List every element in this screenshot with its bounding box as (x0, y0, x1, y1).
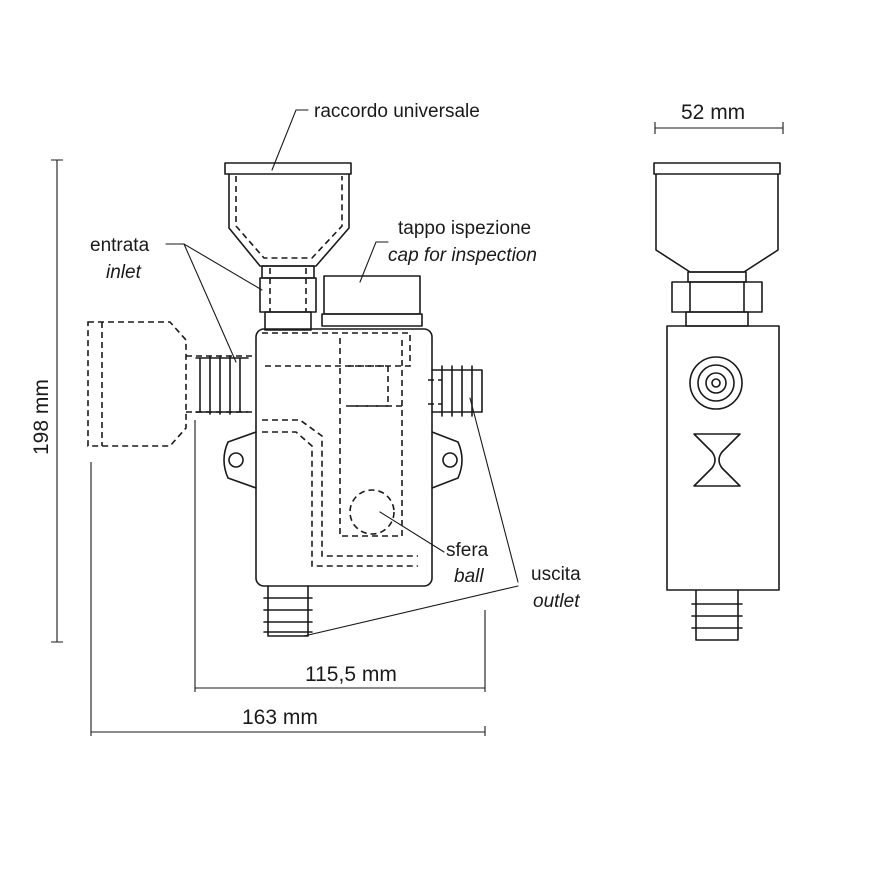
cap-label-en: cap for inspection (388, 245, 537, 266)
labels: raccordo universale tappo ispezione cap … (90, 101, 581, 612)
inlet-label-it: entrata (90, 235, 150, 256)
side-view (653, 162, 781, 641)
fitting-label: raccordo universale (314, 101, 480, 122)
inlet-label-en: inlet (106, 262, 142, 283)
leader-lines (165, 109, 519, 637)
ball-label-en: ball (454, 566, 484, 587)
body-width-dimension: 115,5 mm (305, 663, 397, 686)
side-width-dimension: 52 mm (681, 101, 745, 124)
total-width-dimension: 163 mm (242, 706, 318, 729)
outlet-label-en: outlet (533, 591, 580, 612)
dimension-labels: 198 mm 115,5 mm 163 mm 52 mm (30, 101, 745, 729)
front-view (87, 109, 519, 637)
inlet-port (87, 321, 256, 447)
dimension-lines (51, 122, 784, 736)
universal-fitting (224, 162, 352, 331)
cap-label-it: tappo ispezione (398, 218, 531, 239)
right-outlet-port (428, 365, 483, 417)
outlet-label-it: uscita (531, 564, 581, 585)
height-dimension: 198 mm (30, 379, 53, 455)
bottom-outlet-port (263, 585, 313, 637)
main-body (223, 328, 463, 587)
ball-label-it: sfera (446, 540, 489, 561)
inspection-cap (321, 275, 423, 327)
